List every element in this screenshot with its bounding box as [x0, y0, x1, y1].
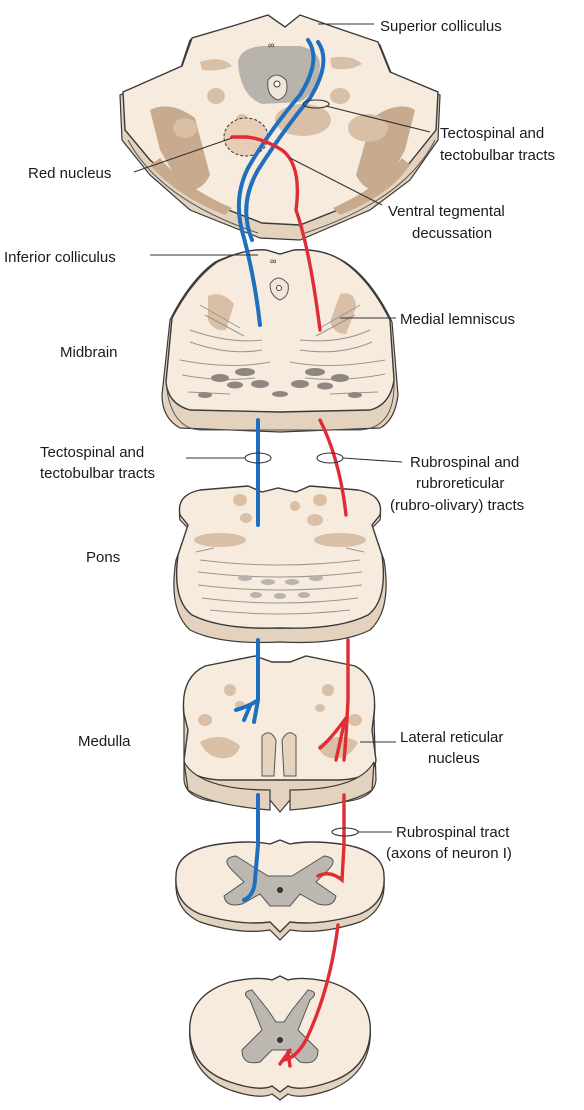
label-rubrospinal-2: rubroreticular — [416, 475, 504, 492]
label-tectospinal-mid-2: tectobulbar tracts — [40, 465, 155, 482]
rubrospinal-tract-path — [230, 135, 350, 1068]
label-medial-lemniscus: Medial lemniscus — [400, 311, 515, 328]
section-spinal-cord-lower — [189, 975, 371, 1101]
label-ventral-tegmental-2: decussation — [412, 225, 492, 242]
label-medulla: Medulla — [78, 733, 131, 750]
label-rubrospinal-tract-1: Rubrospinal tract — [396, 824, 510, 841]
label-tectospinal-mid-1: Tectospinal and — [40, 444, 144, 461]
label-tectospinal-top-2: tectobulbar tracts — [440, 147, 555, 164]
label-rubrospinal-tract-2: (axons of neuron I) — [386, 845, 512, 862]
label-ventral-tegmental-1: Ventral tegmental — [388, 203, 505, 220]
section-midbrain: ∞ — [161, 249, 399, 433]
section-spinal-cord-upper — [175, 839, 385, 941]
tectospinal-tract-path — [234, 38, 326, 902]
svg-text:∞: ∞ — [270, 256, 276, 266]
label-tectospinal-top-1: Tectospinal and — [440, 125, 544, 142]
label-midbrain: Midbrain — [60, 344, 118, 361]
section-pons — [173, 485, 387, 644]
section-medulla — [182, 655, 377, 813]
label-red-nucleus: Red nucleus — [28, 165, 111, 182]
label-superior-colliculus: Superior colliculus — [380, 18, 502, 35]
label-inferior-colliculus: Inferior colliculus — [4, 249, 116, 266]
label-rubrospinal-1: Rubrospinal and — [410, 454, 519, 471]
label-lateral-reticular-1: Lateral reticular — [400, 729, 503, 746]
label-rubrospinal-3: (rubro-olivary) tracts — [390, 497, 524, 514]
tract-oval-rubrospinal-mid — [316, 452, 344, 464]
section-superior-colliculus: ∞ — [119, 14, 441, 241]
label-lateral-reticular-2: nucleus — [428, 750, 480, 767]
svg-text:∞: ∞ — [268, 40, 274, 50]
label-pons: Pons — [86, 549, 120, 566]
tract-oval-tectospinal-top — [302, 99, 330, 109]
leader-lines — [133, 23, 431, 833]
